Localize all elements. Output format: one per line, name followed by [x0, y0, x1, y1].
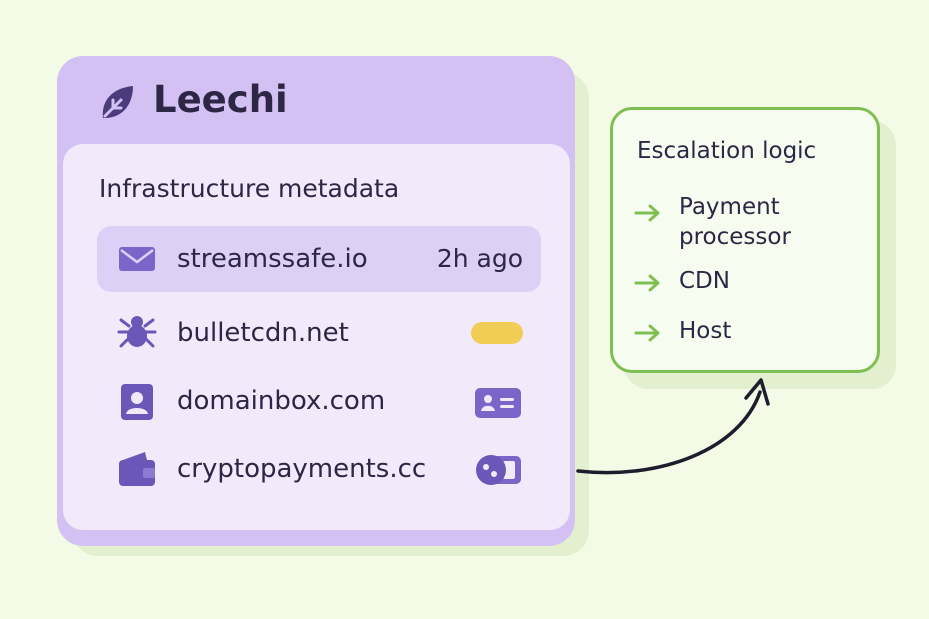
- domain-label: bulletcdn.net: [177, 318, 349, 348]
- yellow-pill: [471, 322, 523, 344]
- arrow-right-icon: [634, 274, 660, 292]
- user-icon: [121, 384, 153, 420]
- list-item-streamssafe[interactable]: streamssafe.io 2h ago: [97, 226, 541, 292]
- infrastructure-panel: Infrastructure metadata streamssafe.io 2…: [63, 144, 570, 530]
- app-title: Leechi: [153, 78, 288, 121]
- coins-card-icon: [476, 455, 521, 485]
- arrow-right-icon: [634, 324, 660, 342]
- list-item-domainbox[interactable]: domainbox.com: [97, 370, 541, 436]
- leaf-icon: [102, 86, 133, 118]
- wallet-icon: [119, 452, 155, 486]
- arrow-right-icon: [634, 204, 660, 222]
- panel-title: Infrastructure metadata: [99, 174, 400, 203]
- escalation-label: CDN: [679, 268, 730, 294]
- id-card-icon: [475, 388, 521, 418]
- list-item-cryptopayments[interactable]: cryptopayments.cc: [97, 438, 541, 504]
- escalation-title: Escalation logic: [637, 138, 817, 164]
- domain-label: streamssafe.io: [177, 244, 368, 274]
- spider-icon: [117, 316, 157, 348]
- timestamp: 2h ago: [436, 244, 523, 273]
- domain-label: cryptopayments.cc: [177, 454, 427, 484]
- leechi-card: Leechi Infrastructure metadata streamssa…: [57, 56, 575, 546]
- domain-label: domainbox.com: [177, 386, 386, 416]
- escalation-card: Escalation logic Payment processor CDN H…: [610, 107, 880, 373]
- escalation-label: Payment processor: [679, 194, 791, 250]
- envelope-icon: [119, 247, 155, 271]
- app-header: Leechi: [57, 56, 575, 142]
- list-item-bulletcdn[interactable]: bulletcdn.net: [97, 300, 541, 366]
- escalation-label: Host: [679, 318, 732, 344]
